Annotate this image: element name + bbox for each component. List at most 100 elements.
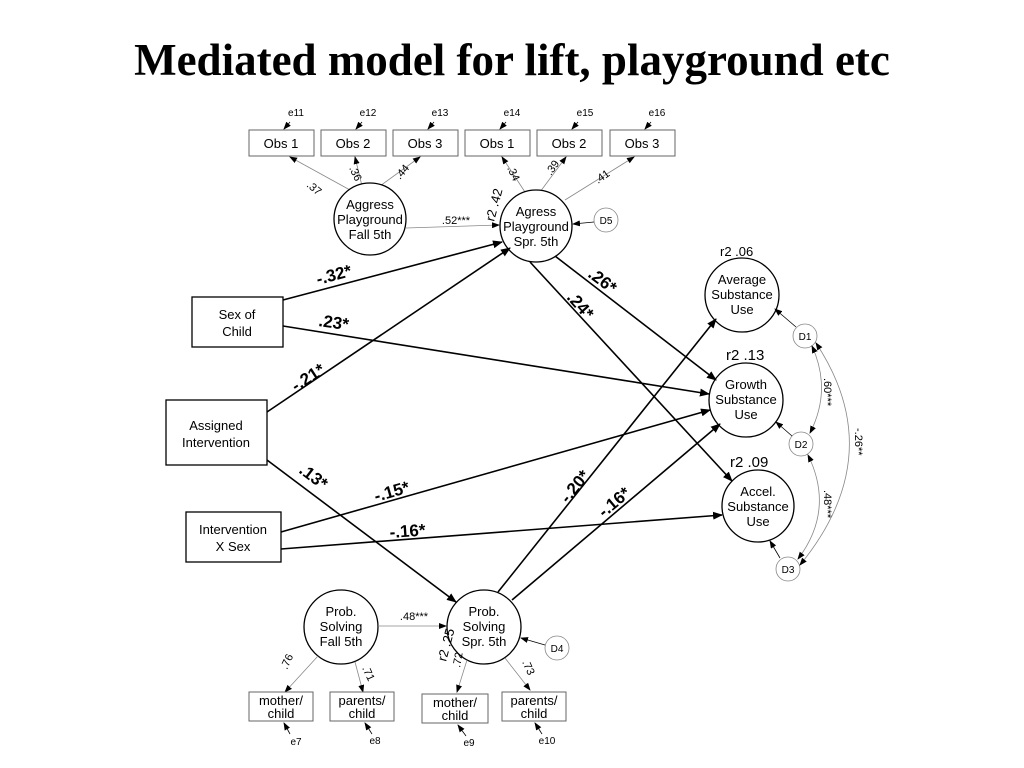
loading-label: .71 [359,664,376,683]
loading-label: .72 [451,651,465,668]
svg-text:Use: Use [746,514,769,529]
path-agress-to-accel [529,261,733,482]
indicator-label: Obs 1 [480,136,515,151]
svg-text:Assigned: Assigned [189,418,242,433]
indicator-label: Obs 2 [552,136,587,151]
coef-sex-to-agress: -.32* [314,261,354,289]
error-label: e9 [463,738,475,749]
loading-label: .39 [544,158,563,177]
svg-text:Sex of: Sex of [219,307,256,322]
bottom-error-terms [283,722,543,737]
latent-growth-substance-use: Growth Substance Use [708,362,784,438]
indicator-box: mother/ child [248,691,314,722]
svg-text:Substance: Substance [727,499,788,514]
disturbance-d2: D2 [775,421,814,457]
indicator-box: Obs 2 [536,129,603,157]
svg-text:D1: D1 [799,332,812,343]
svg-text:Use: Use [730,302,753,317]
loading-label: .41 [593,168,612,187]
indicator-box: Obs 1 [248,129,315,157]
svg-text:child: child [521,706,548,721]
disturbance-d5: D5 [572,207,619,233]
error-label: e14 [504,108,521,119]
latent-prob-solving-fall: Prob. Solving Fall 5th [303,589,379,665]
svg-text:Playground: Playground [337,212,403,227]
top-loading-lines [289,156,635,201]
observed-assigned-intervention: Assigned Intervention [165,399,268,466]
indicator-box: Obs 3 [609,129,676,157]
svg-text:D4: D4 [551,644,564,655]
svg-text:Prob.: Prob. [325,604,356,619]
indicator-label: Obs 1 [264,136,299,151]
svg-text:D5: D5 [600,216,613,227]
top-indicators: Obs 1 Obs 2 Obs 3 Obs 1 Obs 2 Obs 3 [248,129,676,157]
latent-prob-solving-spring: Prob. Solving Spr. 5th [446,589,522,665]
slide-title: Mediated model for lift, playground etc [134,35,890,85]
svg-text:Playground: Playground [503,219,569,234]
loading-label: .34 [504,164,521,183]
stability-aggress: .52*** [442,215,471,227]
error-label: e13 [432,108,449,119]
path-intervention-to-prob [266,459,457,603]
latent-agress-spring: Agress Playground Spr. 5th [499,189,573,263]
structural-paths [266,240,733,603]
indicator-box: parents/ child [329,691,395,722]
coef-agress-to-accel: .24* [563,288,598,323]
loading-label: .36 [346,164,363,183]
svg-text:Spr. 5th: Spr. 5th [514,234,559,249]
indicator-label: Obs 3 [408,136,443,151]
coef-intsex-to-accel: -.16* [389,521,427,542]
error-label: e12 [360,108,377,119]
svg-text:Intervention: Intervention [182,435,250,450]
path-intsex-to-growth [280,408,711,533]
svg-text:parents/: parents/ [339,693,386,708]
loading-label: .76 [279,652,296,671]
svg-text:mother/: mother/ [433,695,477,710]
svg-text:Intervention: Intervention [199,522,267,537]
svg-text:child: child [442,708,469,723]
indicator-box: Obs 2 [320,129,387,157]
error-label: e16 [649,108,666,119]
coef-prob-to-avg: -.20* [556,466,594,506]
path-intervention-to-agress [266,247,511,413]
path-sex-to-growth [282,325,710,397]
observed-intervention-x-sex: Intervention X Sex [185,511,282,563]
svg-text:child: child [349,706,376,721]
svg-text:Growth: Growth [725,377,767,392]
svg-text:Aggress: Aggress [346,197,394,212]
bottom-loading-lines [284,655,531,693]
svg-text:Child: Child [222,324,252,339]
svg-text:Accel.: Accel. [740,484,775,499]
path-sex-to-agress [282,240,503,301]
coef-sex-to-growth: .23* [317,311,350,334]
loading-label: .44 [393,162,412,181]
bottom-indicators: mother/ child parents/ child mother/ chi… [248,691,567,724]
error-label: e8 [369,736,381,747]
path-agress-to-growth [554,255,717,381]
top-error-terms [283,121,652,130]
coef-prob-to-growth: -.16* [594,483,634,521]
latent-aggress-fall: Aggress Playground Fall 5th [333,182,407,256]
error-label: e7 [290,737,302,748]
svg-text:Average: Average [718,272,766,287]
path-intsex-to-accel [280,511,723,550]
path-prob-to-avg [497,318,717,593]
indicator-label: Obs 3 [625,136,660,151]
svg-text:parents/: parents/ [511,693,558,708]
covariance-d1-d2: .60*** [821,378,833,407]
coef-intsex-to-growth: -.15* [372,478,412,506]
latent-average-substance-use: Average Substance Use [704,257,780,333]
stability-prob: .48*** [400,611,429,623]
indicator-box: Obs 1 [464,129,531,157]
observed-sex-of-child: Sex of Child [191,296,284,348]
svg-text:Fall 5th: Fall 5th [349,227,392,242]
disturbance-d1: D1 [774,308,818,349]
svg-text:Use: Use [734,407,757,422]
svg-text:D2: D2 [795,440,808,451]
r2-average-substance-use: r2 .06 [720,244,753,259]
error-label: e15 [577,108,594,119]
r2-accel-substance-use: r2 .09 [730,454,768,471]
covariance-d2-d3: .48*** [821,490,833,519]
svg-text:child: child [268,706,295,721]
